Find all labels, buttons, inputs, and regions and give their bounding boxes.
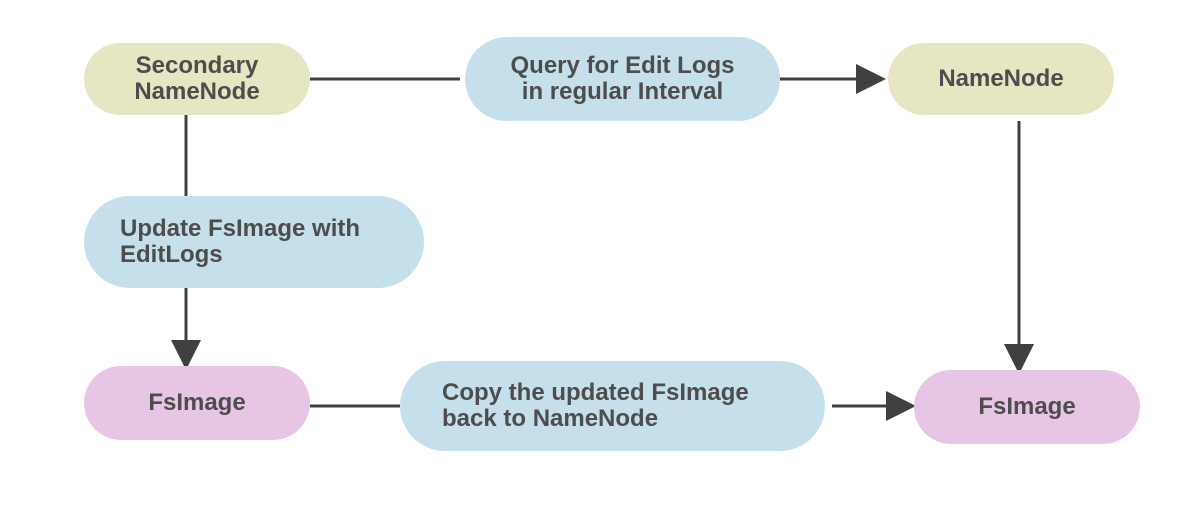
fsimage-left-node: FsImage <box>84 366 310 440</box>
secondary-namenode-node: Secondary NameNode <box>84 43 310 115</box>
secondary-namenode-label: Secondary NameNode <box>134 52 260 105</box>
fsimage-right-node: FsImage <box>914 370 1140 444</box>
fsimage-right-label: FsImage <box>978 393 1076 420</box>
namenode-label: NameNode <box>938 65 1064 92</box>
query-edit-logs-node: Query for Edit Logs in regular Interval <box>465 37 780 121</box>
update-fsimage-label: Update FsImage with EditLogs <box>120 215 361 268</box>
copy-fsimage-node: Copy the updated FsImage back to NameNod… <box>400 361 825 451</box>
namenode-node: NameNode <box>888 43 1114 115</box>
query-edit-logs-label: Query for Edit Logs in regular Interval <box>510 52 735 105</box>
update-fsimage-node: Update FsImage with EditLogs <box>84 196 424 288</box>
fsimage-left-label: FsImage <box>148 389 246 416</box>
copy-fsimage-label: Copy the updated FsImage back to NameNod… <box>442 379 749 432</box>
